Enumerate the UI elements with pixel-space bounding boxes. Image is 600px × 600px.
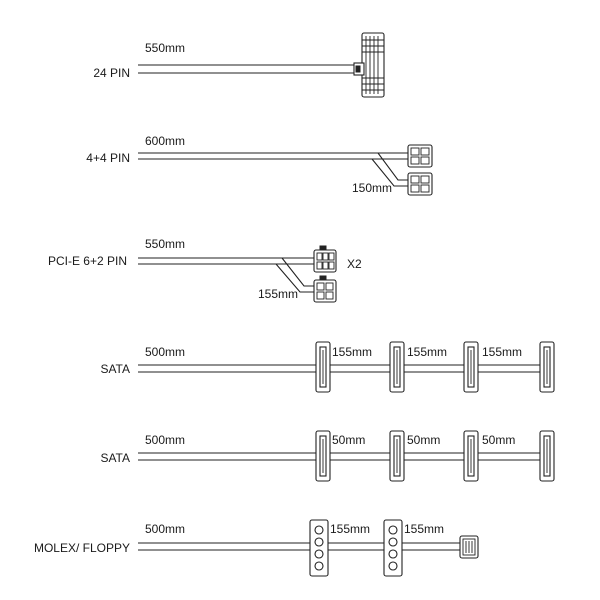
cable-pcie-length-branch: 155mm xyxy=(258,287,298,301)
cable-molex-length-main: 500mm xyxy=(145,522,185,536)
cable-sata-50-name: SATA xyxy=(100,451,130,465)
cable-molex-length-2: 155mm xyxy=(404,522,444,536)
cable-4plus4pin-length-branch: 150mm xyxy=(352,181,392,195)
cpu-4pin-connector-icon xyxy=(407,172,433,196)
cable-sata-50-length-1: 50mm xyxy=(332,433,365,447)
cable-sata-155-name: SATA xyxy=(100,362,130,376)
cable-4plus4pin-length-main: 600mm xyxy=(145,134,185,148)
molex-connector-icon xyxy=(309,519,329,577)
cable-molex-length-1: 155mm xyxy=(330,522,370,536)
cable-sata-50: SATA 500mm 50mm 50mm 50mm xyxy=(100,430,555,482)
cable-24pin-name: 24 PIN xyxy=(93,66,130,80)
cable-pcie-multiplier: X2 xyxy=(347,257,362,271)
cable-24pin-length: 550mm xyxy=(145,41,185,55)
molex-connector-icon xyxy=(383,519,403,577)
cable-sata-155-length-main: 500mm xyxy=(145,345,185,359)
sata-connector-icon xyxy=(539,430,555,482)
cable-molex-floppy: MOLEX/ FLOPPY 500mm 155mm 155mm xyxy=(34,519,479,577)
sata-connector-icon xyxy=(389,341,405,393)
cable-molex-name: MOLEX/ FLOPPY xyxy=(34,541,130,555)
cpu-4pin-connector-icon xyxy=(407,144,433,168)
cable-4plus4pin-name: 4+4 PIN xyxy=(86,151,130,165)
cable-sata-155-length-3: 155mm xyxy=(482,345,522,359)
cable-sata-50-length-3: 50mm xyxy=(482,433,515,447)
sata-connector-icon xyxy=(463,430,479,482)
sata-connector-icon xyxy=(389,430,405,482)
cable-4plus4pin: 4+4 PIN 600mm 150mm xyxy=(86,134,433,196)
floppy-connector-icon xyxy=(459,535,479,559)
cable-sata-50-length-2: 50mm xyxy=(407,433,440,447)
cable-pcie-length-main: 550mm xyxy=(145,237,185,251)
cable-pcie: PCI-E 6+2 PIN 550mm 155mm X2 xyxy=(48,237,362,303)
cable-sata-50-length-main: 500mm xyxy=(145,433,185,447)
pcie-2pin-connector-icon xyxy=(313,275,337,303)
sata-connector-icon xyxy=(315,430,331,482)
cable-sata-155-length-2: 155mm xyxy=(407,345,447,359)
cable-sata-155-length-1: 155mm xyxy=(332,345,372,359)
cable-sata-155: SATA 500mm 155mm 155mm 155mm xyxy=(100,341,555,393)
cable-24pin: 24 PIN 550mm xyxy=(93,32,385,98)
pcie-6pin-connector-icon xyxy=(313,245,337,273)
sata-connector-icon xyxy=(463,341,479,393)
sata-connector-icon xyxy=(315,341,331,393)
cable-pcie-name: PCI-E 6+2 PIN xyxy=(48,254,127,268)
atx-24pin-connector-icon xyxy=(353,32,385,98)
sata-connector-icon xyxy=(539,341,555,393)
